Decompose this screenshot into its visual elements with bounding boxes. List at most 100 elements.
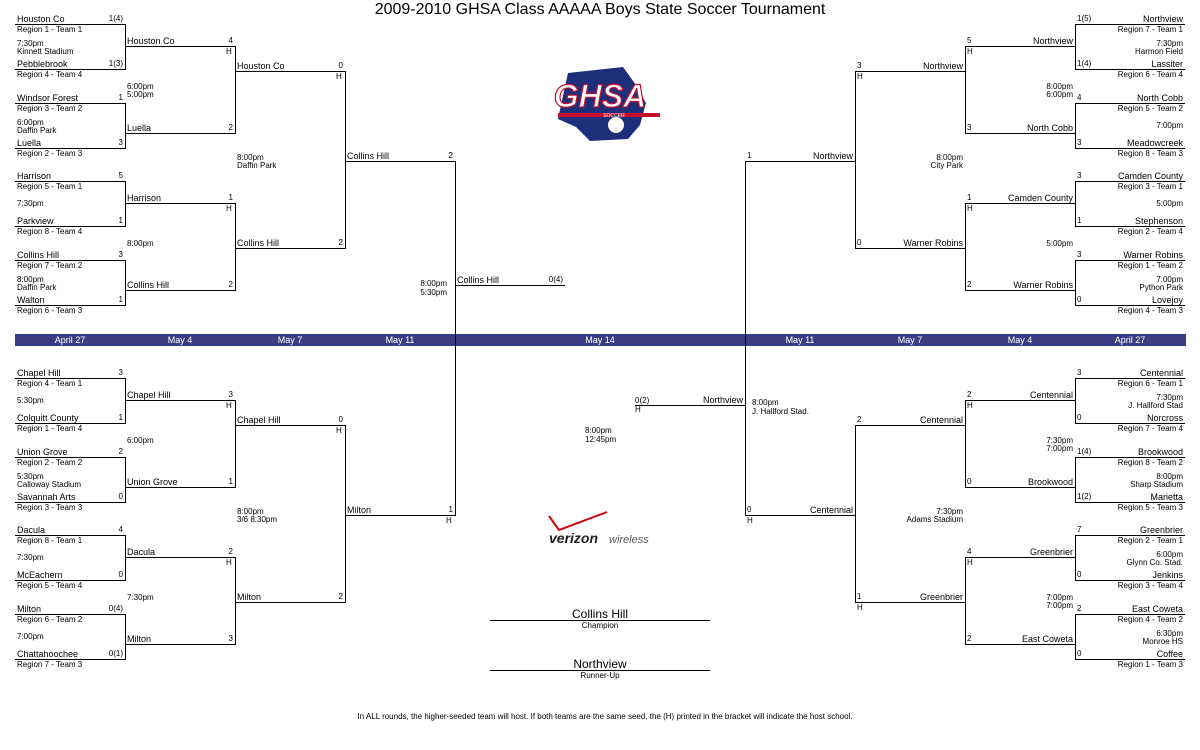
score: 1 [118,413,123,422]
score: 2 [118,447,123,456]
team-name: Northview [702,395,743,405]
seed-label: Region 5 - Team 1 [17,182,83,191]
host-marker: H [226,401,232,410]
bracket-line [455,285,565,286]
bracket-line [235,557,236,645]
team-name: Houston Co [17,14,65,24]
seed-label: Region 2 - Team 2 [17,458,83,467]
score: 3 [1077,368,1082,377]
seed-label: Region 8 - Team 4 [17,227,83,236]
bracket-line [1075,305,1185,306]
bracket-line [1075,103,1185,104]
seed-label: Region 7 - Team 3 [17,660,83,669]
seed-label: Region 4 - Team 3 [1117,306,1183,315]
score: 2 [448,151,453,160]
bracket-line [15,305,125,306]
bracket-line [965,290,1075,291]
team-name: Brookwood [1027,477,1073,487]
team-name: Meadowcreek [1126,138,1183,148]
team-name: Milton [347,505,372,515]
team-name: Norcross [1146,413,1183,423]
team-name: Centennial [1139,368,1183,378]
match-info: Monroe HS [1142,637,1183,646]
team-name: North Cobb [1136,93,1183,103]
score: 1 [118,216,123,225]
score: 3 [228,634,233,643]
round-date: May 4 [167,335,193,345]
score: 2 [338,238,343,247]
team-name: Savannah Arts [17,492,76,502]
seed-label: Region 1 - Team 4 [17,424,83,433]
bracket-line [1075,181,1185,182]
match-info: Daffin Park [237,161,277,170]
score: 1 [967,193,972,202]
score: 0 [857,238,862,247]
score: 2 [228,280,233,289]
round-date: May 7 [277,335,303,345]
seed-label: Region 2 - Team 3 [17,149,83,158]
team-name: Milton [127,634,152,644]
team-name: Harrison [127,193,162,203]
team-name: Camden County [1007,193,1073,203]
seed-label: Region 2 - Team 1 [1117,536,1183,545]
bracket-line [965,46,1075,47]
score: 2 [338,592,343,601]
bracket-line [965,400,966,488]
champion-label: Champion [581,621,619,630]
team-name: Northview [1142,14,1183,24]
seed-label: Region 1 - Team 1 [17,25,83,34]
sponsor-logo-suffix: wireless [609,534,649,546]
score: 4 [118,525,123,534]
score: 2 [857,415,862,424]
score: 1(4) [1077,59,1092,68]
bracket-line [965,487,1075,488]
bracket-line [235,248,345,249]
team-name: Walton [17,295,45,305]
team-name: Greenbrier [919,592,963,602]
bracket-line [125,400,235,401]
seed-label: Region 3 - Team 2 [17,104,83,113]
match-info: 8:00pm [17,275,44,284]
score: 2 [228,123,233,132]
footer-note: In ALL rounds, the higher-seeded team wi… [357,712,853,721]
team-name: Harrison [17,171,52,181]
bracket-line [235,602,345,603]
round-date: May 7 [897,335,923,345]
bracket-line [965,133,1075,134]
team-name: Chattahoochee [17,649,79,659]
score: 7 [1077,525,1082,534]
team-name: Northview [1032,36,1073,46]
score: 3 [1077,171,1082,180]
bracket-line [965,557,1075,558]
match-info: 7:30pm [936,507,963,516]
bracket-line [1075,260,1185,261]
match-info: 8:00pm [936,153,963,162]
team-name: Parkview [17,216,54,226]
match-info: 7:30pm [1156,393,1183,402]
team-name: McEachern [17,570,63,580]
team-name: Milton [17,604,42,614]
runner-up-name: Northview [573,657,627,671]
bracket-line [125,103,126,149]
match-info: 7:00pm [1046,444,1073,453]
bracket-line [1075,502,1185,503]
bracket-line [125,535,126,581]
match-info: 7:30pm [127,593,154,602]
bracket-line [855,425,856,603]
team-name: Union Grove [17,447,68,457]
match-info: 7:30pm [17,553,44,562]
champion-name: Collins Hill [571,607,628,621]
sponsor-logo: verizon wireless [548,511,649,546]
seed-label: Region 6 - Team 1 [1117,379,1183,388]
score: 3 [1077,250,1082,259]
team-name: North Cobb [1026,123,1073,133]
bracket-line [15,457,125,458]
score: 3 [228,390,233,399]
host-marker: H [635,405,641,414]
team-name: Centennial [1029,390,1073,400]
bracket-line [345,161,455,162]
score: 2 [967,390,972,399]
score: 5 [967,36,972,45]
bracket-line [15,24,125,25]
ghsa-logo-text: GHSA [554,78,646,114]
